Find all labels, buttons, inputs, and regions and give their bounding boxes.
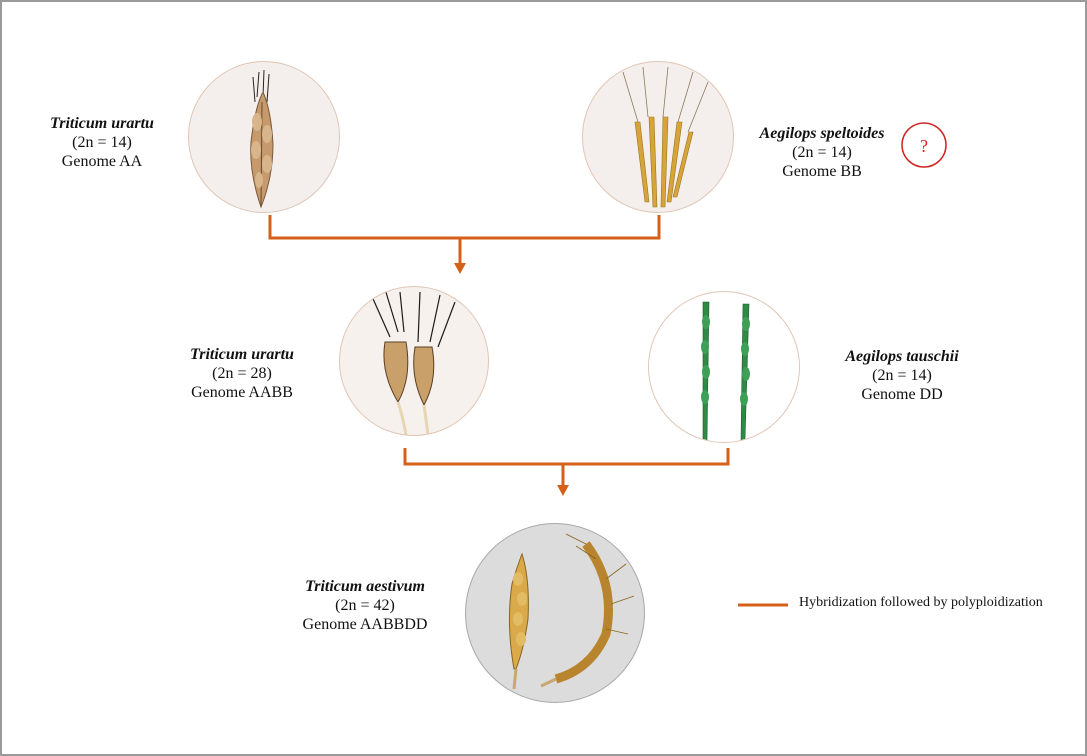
genome-label: Genome DD <box>832 385 972 404</box>
arrow-head-middle <box>557 485 569 496</box>
arrow-head-top <box>454 263 466 274</box>
wheat-spike-image <box>583 62 734 213</box>
node-label-t-aestivum: Triticum aestivum (2n = 42) Genome AABBD… <box>290 577 440 634</box>
genome-label: Genome AA <box>32 152 172 171</box>
species-name: Aegilops speltoides <box>747 124 897 143</box>
species-name: Triticum aestivum <box>290 577 440 596</box>
image-circle-t-urartu-aabb <box>339 286 489 436</box>
species-name: Triticum urartu <box>32 114 172 133</box>
chromosome-count: (2n = 42) <box>290 596 440 615</box>
chromosome-count: (2n = 14) <box>747 143 897 162</box>
species-name: Aegilops tauschii <box>832 347 972 366</box>
image-circle-t-urartu-aa <box>188 61 340 213</box>
wheat-spike-image <box>189 62 340 213</box>
image-circle-ae-tauschii <box>648 291 800 443</box>
wheat-spike-image <box>340 287 489 436</box>
legend-label: Hybridization followed by polyploidizati… <box>799 595 1043 611</box>
node-label-ae-tauschii: Aegilops tauschii (2n = 14) Genome DD <box>832 347 972 404</box>
image-circle-t-aestivum <box>465 523 645 703</box>
question-mark: ? <box>902 124 946 168</box>
genome-label: Genome BB <box>747 162 897 181</box>
wheat-spike-image <box>466 524 645 703</box>
genome-label: Genome AABB <box>172 383 312 402</box>
chromosome-count: (2n = 28) <box>172 364 312 383</box>
species-name: Triticum urartu <box>172 345 312 364</box>
connector-middle-bracket <box>405 448 728 464</box>
chromosome-count: (2n = 14) <box>832 366 972 385</box>
node-label-t-urartu-aa: Triticum urartu (2n = 14) Genome AA <box>32 114 172 171</box>
node-label-ae-speltoides: Aegilops speltoides (2n = 14) Genome BB <box>747 124 897 181</box>
wheat-spike-image <box>649 292 800 443</box>
connector-top-bracket <box>270 215 659 238</box>
genome-label: Genome AABBDD <box>290 615 440 634</box>
image-circle-ae-speltoides <box>582 61 734 213</box>
chromosome-count: (2n = 14) <box>32 133 172 152</box>
node-label-t-urartu-aabb: Triticum urartu (2n = 28) Genome AABB <box>172 345 312 402</box>
